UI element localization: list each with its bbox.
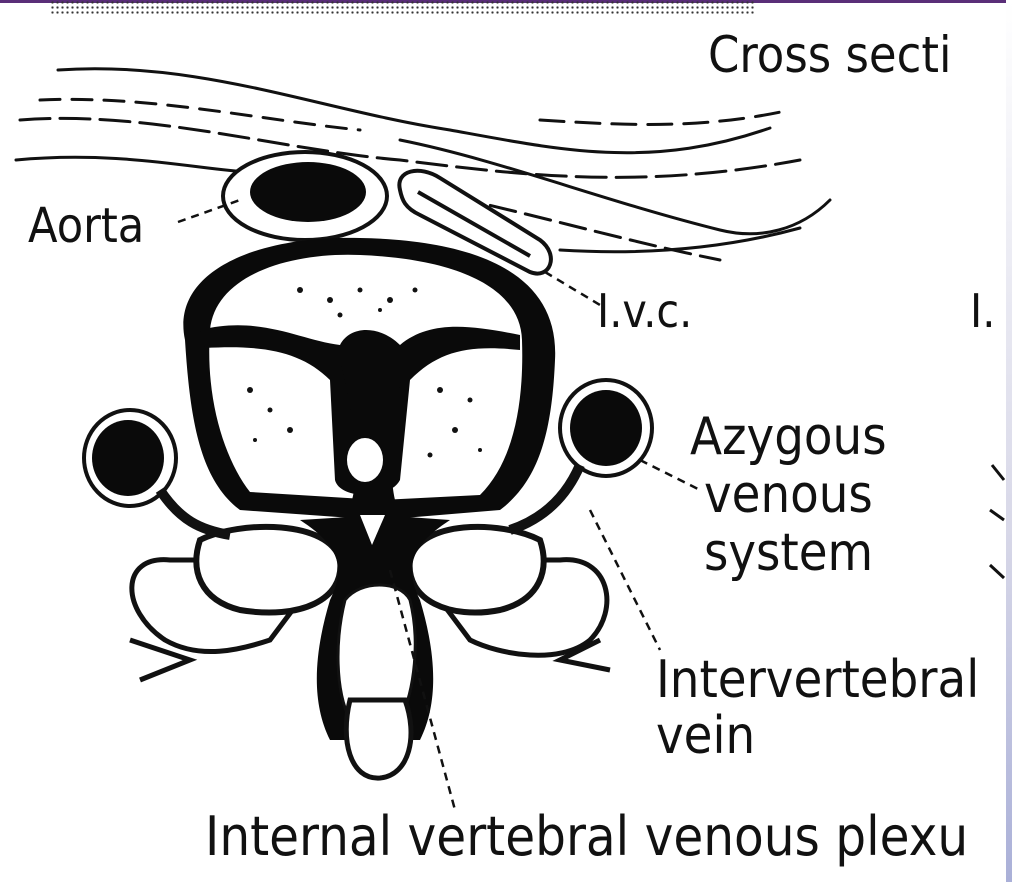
label-aorta: Aorta	[28, 202, 144, 250]
label-azygous-line-2: venous	[690, 466, 887, 524]
label-azygous-line-1: Azygous	[690, 408, 887, 466]
figure-title: Cross secti	[708, 30, 951, 80]
vertebral-body	[183, 238, 555, 520]
label-intervertebral-line-1: Intervertebral	[656, 652, 979, 708]
posterior-elements	[130, 515, 610, 778]
label-intervertebral-vein: Intervertebral vein	[656, 652, 979, 764]
label-intervertebral-line-2: vein	[656, 708, 979, 764]
label-internal-vertebral-venous-plexus: Internal vertebral venous plexu	[205, 810, 968, 864]
label-ivc-right: I.	[970, 288, 995, 334]
partial-figure-marks	[990, 465, 1004, 578]
label-azygous-venous-system: Azygous venous system	[690, 408, 887, 582]
label-ivc: I.v.c.	[597, 288, 692, 334]
aorta-vessel	[223, 152, 387, 240]
label-azygous-line-3: system	[690, 524, 887, 582]
